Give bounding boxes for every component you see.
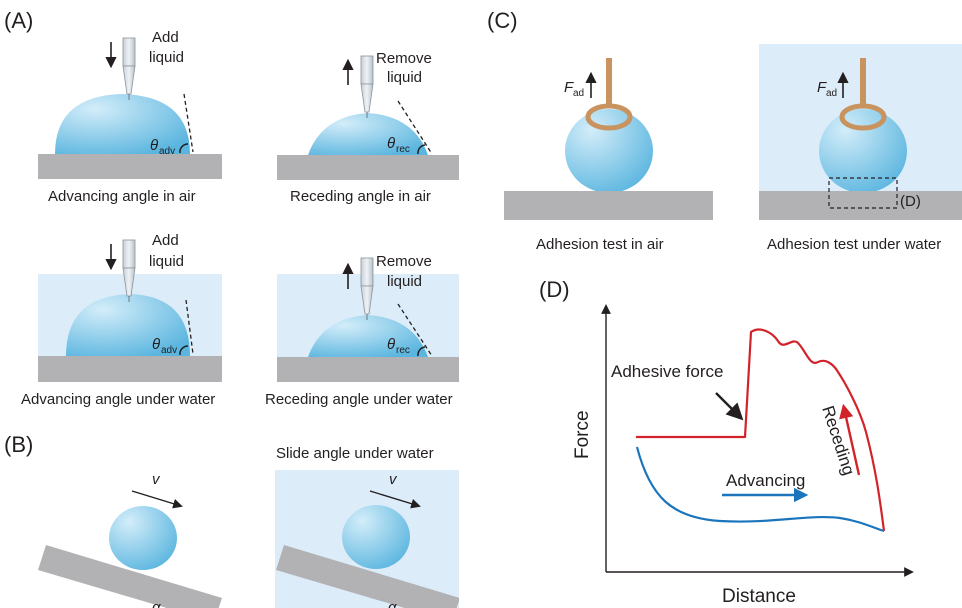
- y-axis-label: Force: [572, 410, 593, 459]
- add-liquid-label-1: Add: [152, 232, 179, 249]
- slide-air-diagram: Slide angle in air v α: [38, 445, 222, 608]
- tangent-line: [185, 299, 194, 355]
- advancing-curve: [635, 446, 885, 533]
- probe-ring: [585, 103, 633, 131]
- droplet: [66, 294, 190, 356]
- theta-symbol: θ: [387, 135, 395, 152]
- surface: [277, 357, 459, 382]
- droplet: [308, 113, 428, 155]
- droplet: [55, 94, 190, 154]
- caption-advancing-water: Advancing angle under water: [21, 391, 215, 408]
- velocity-arrow-icon: [369, 490, 421, 509]
- probe-rod: [860, 58, 866, 108]
- theta-adv-subscript: adv: [159, 146, 175, 157]
- pipette-icon: [360, 55, 374, 118]
- caption-slide-air: Slide angle in air: [71, 445, 182, 462]
- angle-arc: [179, 143, 189, 154]
- theta-adv-subscript: adv: [161, 345, 177, 356]
- panel-a-label: (A): [4, 8, 33, 33]
- velocity-label: v: [389, 471, 398, 488]
- probe-rod: [606, 58, 612, 108]
- caption-adhesion-water: Adhesion test under water: [767, 236, 941, 253]
- adhesive-force-label: Adhesive force: [611, 362, 723, 381]
- slide-angle-label: α: [152, 599, 161, 608]
- receding-curve: [636, 328, 886, 532]
- receding-air-diagram: Remove liquid θ rec Receding angle in ai…: [277, 50, 459, 205]
- inset-label: (D): [900, 193, 921, 210]
- tangent-line: [397, 303, 433, 357]
- advancing-air-diagram: Add liquid θ adv Advancing angle in air: [38, 29, 222, 205]
- velocity-label: v: [152, 471, 161, 488]
- remove-liquid-label-1: Remove: [376, 253, 432, 270]
- tilted-surface: [276, 545, 459, 608]
- tangent-line: [397, 100, 433, 155]
- tangent-line: [183, 93, 194, 153]
- droplet: [109, 506, 177, 570]
- droplet: [565, 109, 653, 193]
- angle-arc: [417, 144, 426, 155]
- x-axis-label: Distance: [722, 586, 796, 607]
- adhesive-force-arrow-icon: [715, 392, 744, 421]
- pipette-icon: [122, 239, 136, 302]
- remove-liquid-label-1: Remove: [376, 50, 432, 67]
- caption-slide-water: Slide angle under water: [276, 445, 434, 462]
- remove-liquid-label-2: liquid: [387, 273, 422, 290]
- panel-c-label: (C): [487, 8, 518, 33]
- remove-liquid-label-2: liquid: [387, 69, 422, 86]
- force-symbol: F: [817, 79, 827, 96]
- angle-arc: [417, 346, 426, 357]
- tilted-surface: [38, 545, 222, 608]
- surface: [38, 356, 222, 382]
- droplet: [819, 109, 907, 193]
- panel-d-label: (D): [539, 277, 570, 302]
- panel-b-label: (B): [4, 432, 33, 457]
- receding-arrow-icon: [839, 403, 861, 476]
- velocity-arrow-icon: [131, 490, 183, 509]
- theta-rec-subscript: rec: [396, 144, 410, 155]
- theta-symbol: θ: [152, 336, 160, 353]
- adhesion-water-diagram: F ad (D) Adhesion test under water: [759, 44, 962, 253]
- slide-water-diagram: Slide angle under water v α: [275, 445, 459, 608]
- advancing-label: Advancing: [726, 471, 805, 490]
- caption-advancing-air: Advancing angle in air: [48, 188, 196, 205]
- theta-rec-subscript: rec: [396, 345, 410, 356]
- force-subscript: ad: [826, 88, 837, 99]
- slide-angle-label: α: [388, 599, 397, 608]
- caption-adhesion-air: Adhesion test in air: [536, 236, 664, 253]
- pipette-icon: [122, 37, 136, 100]
- add-liquid-label-1: Add: [152, 29, 179, 46]
- advancing-water-diagram: Add liquid θ adv Advancing angle under w…: [21, 232, 222, 408]
- adhesion-air-diagram: F ad Adhesion test in air: [504, 58, 713, 253]
- surface: [277, 155, 459, 180]
- add-liquid-label-2: liquid: [149, 49, 184, 66]
- pipette-icon: [360, 257, 374, 320]
- force-distance-plot: Force Distance Adhesive force Advancing …: [572, 304, 914, 607]
- receding-water-diagram: Remove liquid θ rec Receding angle under…: [265, 253, 459, 408]
- caption-receding-air: Receding angle in air: [290, 188, 431, 205]
- angle-arc: [179, 345, 189, 356]
- caption-receding-water: Receding angle under water: [265, 391, 453, 408]
- force-symbol: F: [564, 79, 574, 96]
- probe-ring: [839, 103, 887, 131]
- droplet: [342, 505, 410, 569]
- force-subscript: ad: [573, 88, 584, 99]
- surface: [504, 191, 713, 220]
- droplet: [308, 315, 428, 357]
- surface: [38, 154, 222, 179]
- theta-symbol: θ: [150, 137, 158, 154]
- add-liquid-label-2: liquid: [149, 253, 184, 270]
- theta-symbol: θ: [387, 336, 395, 353]
- surface: [759, 191, 962, 220]
